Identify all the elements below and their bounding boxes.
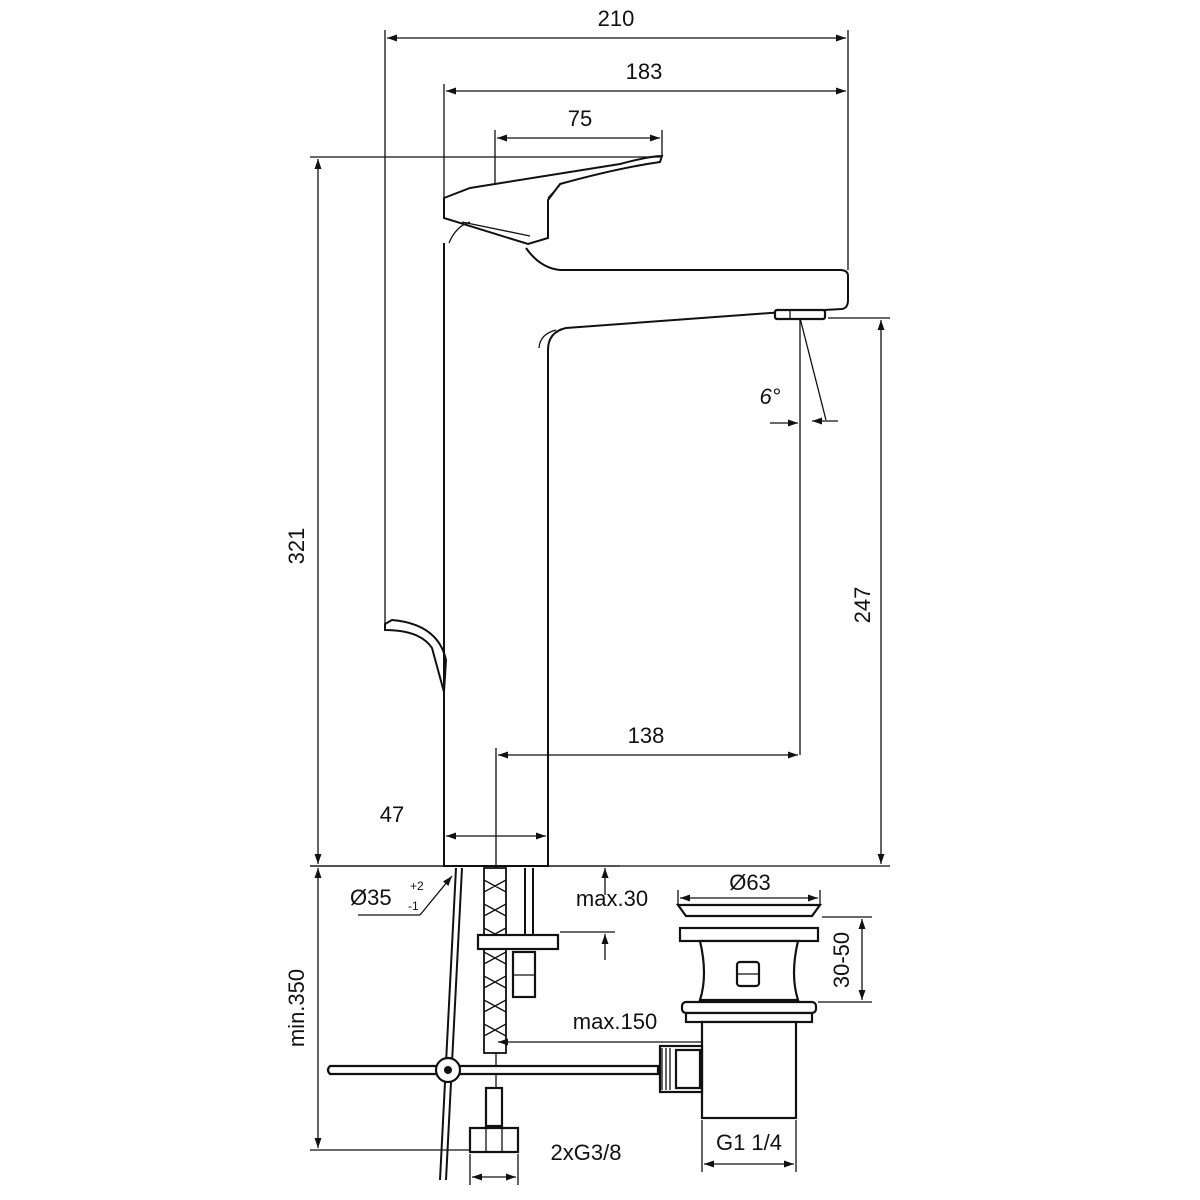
dim-35-tol-minus: -1 [408,899,419,913]
dimension-75: 75 [494,106,663,185]
waste-tailpipe [700,1020,798,1120]
hole-diameter-callout: Ø35 +2 -1 [350,875,453,916]
mounting-assembly [310,865,660,1181]
drain-rod [326,1064,660,1076]
dim-30-50-label: 30-50 [829,932,854,988]
dimension-d63: Ø63 [677,870,821,905]
aerator [773,308,827,321]
spray-angle: 6° [759,317,838,755]
dim-35-label: Ø35 [350,885,392,910]
dim-g38-label: 2xG3/8 [551,1140,622,1165]
dimension-247: 247 [548,317,890,867]
faucet-outline [443,221,849,867]
dim-max30-label: max.30 [576,886,648,911]
popup-waste [658,903,823,1120]
dim-47-label: 47 [380,802,404,827]
dimension-g38: 2xG3/8 [469,1140,622,1185]
dim-d63-label: Ø63 [729,870,771,895]
dimension-47: 47 [380,802,546,840]
pull-rod [384,618,448,693]
dim-max150-label: max.150 [573,1009,657,1034]
dim-g114-label: G1 1/4 [716,1130,782,1155]
fixing-plate [476,933,560,951]
hose-nut [468,1126,520,1154]
dimension-min350: min.350 [284,868,470,1151]
hose-ferrule [484,1086,504,1128]
dimension-g114: G1 1/4 [701,1120,797,1172]
dim-321-label: 321 [284,528,309,565]
dim-75-label: 75 [568,106,592,131]
braided-hose [483,867,507,1054]
dim-210-label: 210 [598,6,635,31]
dimension-max30: max.30 [560,868,648,960]
dimension-183: 183 [443,59,846,198]
dimension-30-50: 30-50 [818,916,872,1003]
dim-138-label: 138 [628,723,665,748]
dim-angle-label: 6° [759,384,780,409]
lever-handle [443,154,664,246]
dim-min350-label: min.350 [284,969,309,1047]
dim-35-tol-plus: +2 [410,879,424,893]
dim-247-label: 247 [850,587,875,624]
dimension-210: 210 [384,6,849,625]
waste-cap [675,903,823,918]
waste-flange [678,926,820,943]
dim-183-label: 183 [626,59,663,84]
dimension-max150: max.150 [498,1009,747,1050]
dimension-321: 321 [284,156,660,867]
waste-lower-flange [680,1000,818,1015]
